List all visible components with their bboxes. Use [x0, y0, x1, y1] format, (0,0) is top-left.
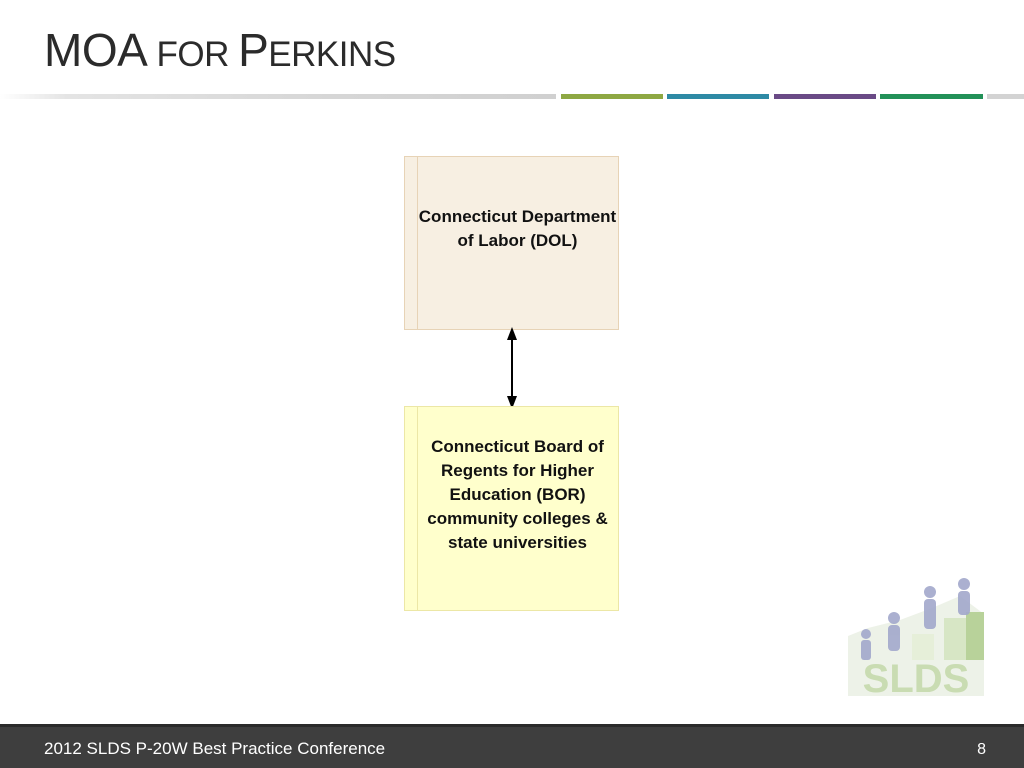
divider-segment-dark-green — [880, 94, 983, 99]
divider-segment-purple — [774, 94, 876, 99]
node-dol-strip — [405, 157, 418, 329]
node-dol: Connecticut Department of Labor (DOL) — [404, 156, 619, 330]
node-bor-strip — [405, 407, 418, 610]
slds-logo: SLDS — [848, 578, 984, 696]
footer-bar: 2012 SLDS P-20W Best Practice Conference… — [0, 724, 1024, 768]
slds-logo-text: SLDS — [863, 657, 970, 696]
page-number: 8 — [977, 741, 986, 758]
divider-segment-gray — [987, 94, 1024, 99]
node-bor: Connecticut Board of Regents for Higher … — [404, 406, 619, 611]
divider-segment-green — [561, 94, 663, 99]
node-dol-label: Connecticut Department of Labor (DOL) — [418, 207, 617, 250]
divider-segment-teal — [667, 94, 769, 99]
edge-dol-bor-double-arrow — [507, 327, 517, 409]
slide-title: MOA FOR PERKINS — [44, 22, 396, 83]
title-part: FOR — [147, 35, 239, 74]
title-part: ERKINS — [268, 35, 396, 74]
title-part: P — [238, 24, 269, 76]
title-divider-gray — [0, 94, 556, 99]
title-part: MOA — [44, 24, 148, 76]
node-bor-label: Connecticut Board of Regents for Higher … — [427, 436, 608, 552]
footer-conference: 2012 SLDS P-20W Best Practice Conference — [44, 739, 386, 758]
